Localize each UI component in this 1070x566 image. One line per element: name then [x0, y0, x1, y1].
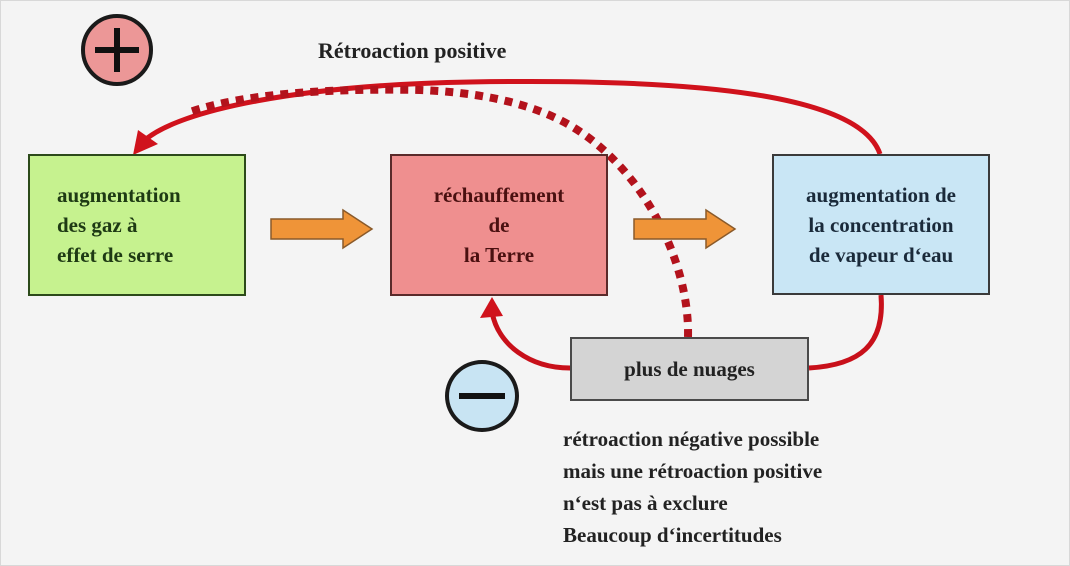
minus-sign-icon — [445, 360, 519, 432]
box-line: plus de nuages — [624, 357, 755, 381]
flow-arrow-gases-to-warming — [270, 208, 374, 250]
note-line: n‘est pas à exclure — [563, 491, 728, 515]
positive-feedback-label: Rétroaction positive — [318, 38, 507, 63]
minus-bar — [459, 393, 505, 399]
box-line: réchauffement — [433, 183, 565, 207]
earth-warming-box: réchauffement de la Terre — [390, 154, 608, 296]
box-line: de vapeur d‘eau — [808, 242, 954, 267]
box-line: la concentration — [808, 212, 954, 237]
box-line: de — [488, 213, 510, 237]
plus-sign-icon — [81, 14, 153, 86]
positive-feedback-arrowhead — [133, 130, 158, 155]
positive-feedback-arrow — [143, 78, 883, 155]
box-line: augmentation de — [806, 182, 956, 207]
more-clouds-box: plus de nuages — [570, 337, 809, 401]
flow-arrow-warming-to-vapor — [633, 208, 737, 250]
note-line: Beaucoup d‘incertitudes — [563, 523, 782, 547]
box-line: effet de serre — [57, 243, 174, 267]
vapor-to-clouds-curve — [808, 294, 884, 371]
uncertainty-note: rétroaction négative possible mais une r… — [563, 423, 822, 551]
negative-feedback-arrow — [489, 311, 571, 371]
water-vapor-box: augmentation de la concentration de vape… — [772, 154, 990, 295]
plus-vertical-bar — [114, 28, 120, 72]
box-line: augmentation — [57, 183, 181, 207]
note-line: rétroaction négative possible — [563, 427, 820, 451]
negative-feedback-arrowhead — [480, 297, 503, 318]
box-line: la Terre — [463, 243, 535, 267]
box-line: des gaz à — [57, 213, 138, 237]
greenhouse-gases-box: augmentation des gaz à effet de serre — [28, 154, 246, 296]
note-line: mais une rétroaction positive — [563, 459, 823, 483]
dotted-feedback-arrow — [188, 85, 693, 338]
